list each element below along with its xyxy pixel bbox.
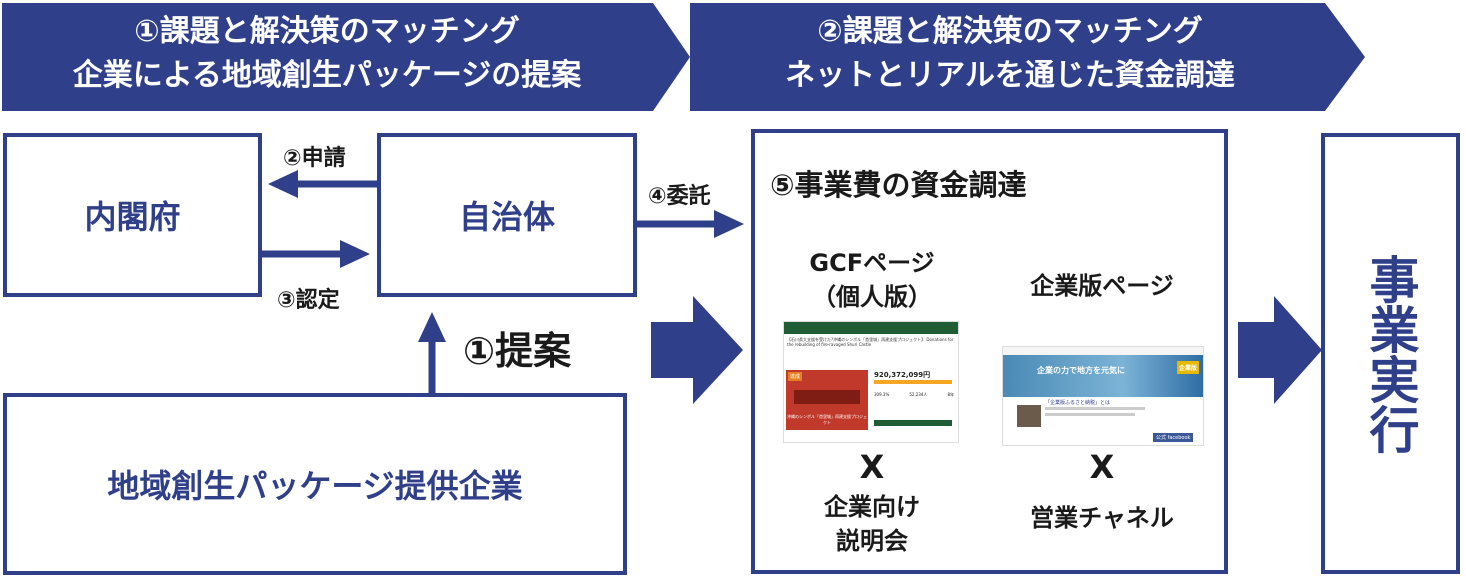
- propose-label: ①提案: [463, 329, 572, 373]
- banner-right-shape: [690, 3, 1365, 111]
- gcf-channel-line1: 企業向け: [824, 493, 920, 521]
- gcf-banner-text: 沖縄のシンボル「首里城」再建支援プロジェクト: [787, 414, 867, 425]
- gcf-castle-roof: [794, 390, 860, 404]
- corp-text-line: [1045, 413, 1135, 416]
- banner-right-line2: ネットとリアルを通じた資金調達: [785, 58, 1235, 93]
- corp-facebook-link: 公式 facebook: [1153, 433, 1194, 442]
- corp-channel: 営業チャネル: [1030, 504, 1174, 532]
- gcf-amount: 920,372,099円: [874, 371, 931, 379]
- corp-thumbnail-image: [1017, 405, 1041, 427]
- corp-hero-image: 企業の力で地方を元気に 企業版: [1003, 355, 1203, 397]
- banner-shapes: [2, 3, 1365, 111]
- gcf-stat-period: 8年: [947, 392, 954, 397]
- corp-text-line: [1045, 407, 1145, 410]
- gcf-cross-mark: X: [859, 448, 885, 486]
- gcf-title-line2: （個人版）: [812, 283, 932, 311]
- execution-label: 事業実行: [1361, 253, 1420, 454]
- banner-left: ①課題と解決策のマッチング 企業による地域創生パッケージの提案: [2, 10, 652, 98]
- provider-company-label: 地域創生パッケージ提供企業: [107, 467, 523, 505]
- provider-company-box: 地域創生パッケージ提供企業: [3, 393, 627, 575]
- gcf-channel: 企業向け 説明会: [783, 490, 961, 558]
- approve-arrow: [262, 240, 370, 268]
- gcf-castle-image: 達成 沖縄のシンボル「首里城」再建支援プロジェクト: [786, 370, 868, 430]
- cabinet-office-box: 内閣府: [3, 133, 262, 297]
- apply-arrow: [268, 170, 377, 198]
- gcf-donate-button: [874, 420, 952, 426]
- gcf-stats: 309.3% 52,234人 8年: [874, 392, 954, 398]
- corp-header-bar: [1003, 347, 1203, 355]
- gcf-headline: 【石川県大支援を受けた?沖縄のシンボル「首里城」再建支援プロジェクト】 Dona…: [787, 337, 954, 347]
- entrust-label: ④委託: [648, 184, 711, 209]
- corp-cross-mark: X: [1089, 448, 1115, 486]
- propose-up-arrow: [418, 312, 446, 393]
- gcf-progress-bar: [874, 380, 952, 384]
- corp-section-title: 「企業版ふるさと納税」とは: [1045, 400, 1111, 406]
- corp-hero-text: 企業の力で地方を元気に: [1037, 366, 1125, 375]
- gcf-page-title: GCFページ （個人版）: [783, 246, 961, 314]
- propose-big-arrow: [651, 296, 743, 404]
- corp-page-title: 企業版ページ: [1030, 272, 1174, 300]
- gcf-stat-percent: 309.3%: [874, 392, 890, 397]
- gcf-channel-line2: 説明会: [836, 527, 908, 555]
- banner-left-shape: [2, 3, 690, 111]
- cabinet-office-label: 内閣府: [84, 198, 181, 236]
- gcf-page-screenshot: 【石川県大支援を受けた?沖縄のシンボル「首里城」再建支援プロジェクト】 Dona…: [783, 321, 959, 443]
- execution-big-arrow: [1238, 296, 1322, 404]
- corp-page-screenshot: 企業の力で地方を元気に 企業版 「企業版ふるさと納税」とは 公式 faceboo…: [1002, 346, 1204, 446]
- corp-side-text: 企業版: [1176, 361, 1199, 374]
- banner-left-line2: 企業による地域創生パッケージの提案: [72, 58, 582, 93]
- gcf-badge: 達成: [788, 372, 803, 381]
- execution-box: 事業実行: [1321, 133, 1460, 574]
- banner-left-line1: ①課題と解決策のマッチング: [134, 14, 520, 49]
- approve-label: ③認定: [277, 288, 340, 313]
- banner-right: ②課題と解決策のマッチング ネットとリアルを通じた資金調達: [690, 10, 1330, 98]
- municipality-label: 自治体: [458, 198, 555, 236]
- apply-label: ②申請: [283, 146, 346, 171]
- banner-right-line1: ②課題と解決策のマッチング: [817, 14, 1203, 49]
- entrust-arrow: [637, 210, 744, 238]
- funding-title: ⑤事業費の資金調達: [770, 168, 1027, 202]
- municipality-box: 自治体: [377, 133, 637, 297]
- gcf-header-bar: [784, 322, 958, 334]
- gcf-title-line1: GCFページ: [809, 249, 935, 277]
- gcf-stat-supporters: 52,234人: [909, 392, 928, 397]
